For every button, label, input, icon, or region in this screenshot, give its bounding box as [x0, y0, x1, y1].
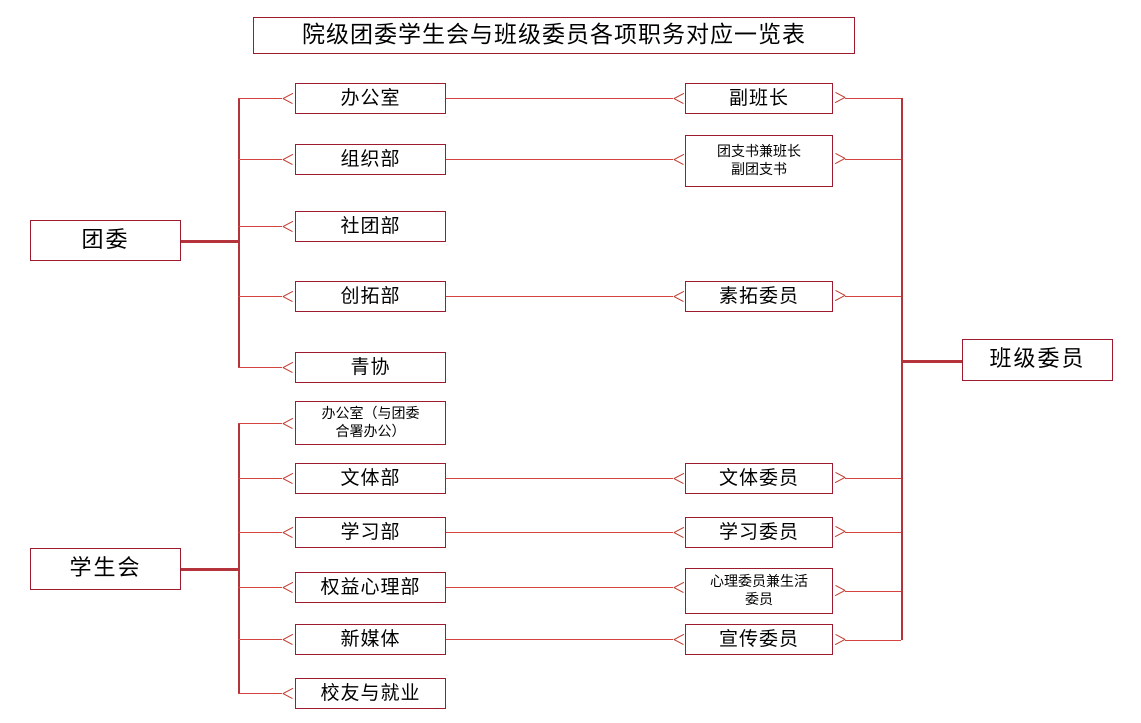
dept-box-culture-sports: 文体部	[295, 463, 446, 494]
role-label-study-member: 学习委员	[718, 521, 799, 544]
role-label-culture-member: 文体委员	[718, 467, 799, 490]
connector-league-branch-2	[238, 159, 282, 160]
connector-class-trunk	[901, 360, 962, 363]
connector-class-branch-6	[845, 591, 901, 592]
dept-box-rights-psychology: 权益心理部	[295, 572, 446, 603]
dept-box-innovation: 创拓部	[295, 281, 446, 312]
dept-label-organization: 组织部	[340, 148, 401, 171]
role-label-branch-secretary-line1: 团支书兼班长	[717, 143, 801, 160]
connector-psychology-to-psych-member	[446, 587, 673, 588]
connector-union-trunk	[181, 568, 238, 571]
dept-box-club: 社团部	[295, 211, 446, 242]
connector-class-spine-lower	[901, 360, 903, 640]
dept-box-new-media: 新媒体	[295, 624, 446, 655]
dept-label-culture-sports: 文体部	[340, 467, 401, 490]
connector-union-spine-lower	[238, 568, 240, 693]
dept-label-study: 学习部	[340, 521, 401, 544]
connector-union-branch-2	[238, 478, 282, 479]
connector-league-branch-3	[238, 226, 282, 227]
dept-label-union-office-line1: 办公室（与团委	[321, 405, 420, 422]
connector-innovation-to-quality-member	[446, 296, 673, 297]
role-box-culture-member: 文体委员	[685, 463, 833, 494]
root-box-class-committee: 班级委员	[962, 339, 1113, 381]
dept-label-alumni-employment: 校友与就业	[320, 682, 421, 705]
connector-union-branch-4	[238, 587, 282, 588]
connector-union-branch-3	[238, 532, 282, 533]
dept-box-study: 学习部	[295, 517, 446, 548]
role-box-study-member: 学习委员	[685, 517, 833, 548]
dept-label-youth-volunteer: 青协	[350, 356, 391, 379]
dept-label-rights-psychology: 权益心理部	[320, 576, 421, 599]
dept-label-league-office: 办公室	[340, 87, 401, 110]
role-box-publicity-member: 宣传委员	[685, 624, 833, 655]
role-label-psych-member-line2: 委员	[745, 592, 773, 608]
dept-box-union-office: 办公室（与团委 合署办公）	[295, 401, 446, 445]
connector-union-branch-1	[238, 423, 282, 424]
connector-union-branch-5	[238, 639, 282, 640]
role-label-deputy-monitor: 副班长	[728, 87, 789, 110]
connector-union-spine-upper	[238, 423, 240, 568]
connector-study-to-study-member	[446, 532, 673, 533]
root-box-student-union: 学生会	[30, 548, 181, 590]
role-box-quality-member: 素拓委员	[685, 281, 833, 312]
connector-league-trunk	[181, 240, 238, 243]
connector-league-branch-1	[238, 98, 282, 99]
role-label-publicity-member: 宣传委员	[718, 628, 799, 651]
connector-union-branch-6	[238, 693, 282, 694]
dept-label-union-office-line2: 合署办公）	[335, 424, 406, 440]
role-label-psych-member-line1: 心理委员兼生活	[710, 573, 808, 590]
dept-label-new-media: 新媒体	[340, 628, 401, 651]
connector-class-branch-7	[845, 640, 901, 641]
dept-label-club: 社团部	[340, 215, 401, 238]
diagram-title-text: 院级团委学生会与班级委员各项职务对应一览表	[302, 21, 806, 48]
connector-league-spine-upper	[238, 98, 240, 240]
connector-office-to-deputy-monitor	[446, 98, 673, 99]
dept-box-league-office: 办公室	[295, 83, 446, 114]
connector-class-branch-3	[845, 296, 901, 297]
connector-organization-to-branch-secretary	[446, 159, 673, 160]
root-label-youth-league: 团委	[81, 227, 130, 253]
dept-box-alumni-employment: 校友与就业	[295, 678, 446, 709]
connector-class-spine-upper	[901, 98, 903, 360]
connector-class-branch-1	[845, 98, 901, 99]
connector-class-branch-2	[845, 159, 901, 160]
dept-box-organization: 组织部	[295, 144, 446, 175]
connector-league-branch-5	[238, 367, 282, 368]
connector-league-branch-4	[238, 296, 282, 297]
dept-label-innovation: 创拓部	[340, 285, 401, 308]
dept-box-youth-volunteer: 青协	[295, 352, 446, 383]
connector-class-branch-4	[845, 478, 901, 479]
diagram-title-box: 院级团委学生会与班级委员各项职务对应一览表	[253, 17, 855, 54]
connector-league-spine-lower	[238, 240, 240, 367]
role-box-psych-member: 心理委员兼生活 委员	[685, 568, 833, 614]
role-label-quality-member: 素拓委员	[718, 285, 799, 308]
root-label-student-union: 学生会	[69, 556, 142, 582]
root-label-class-committee: 班级委员	[989, 347, 1086, 373]
connector-class-branch-5	[845, 532, 901, 533]
role-label-branch-secretary-line2: 副团支书	[731, 162, 787, 178]
role-box-branch-secretary: 团支书兼班长 副团支书	[685, 135, 833, 187]
root-box-youth-league: 团委	[30, 220, 181, 261]
connector-media-to-publicity-member	[446, 639, 673, 640]
role-box-deputy-monitor: 副班长	[685, 83, 833, 114]
connector-culture-to-culture-member	[446, 478, 673, 479]
